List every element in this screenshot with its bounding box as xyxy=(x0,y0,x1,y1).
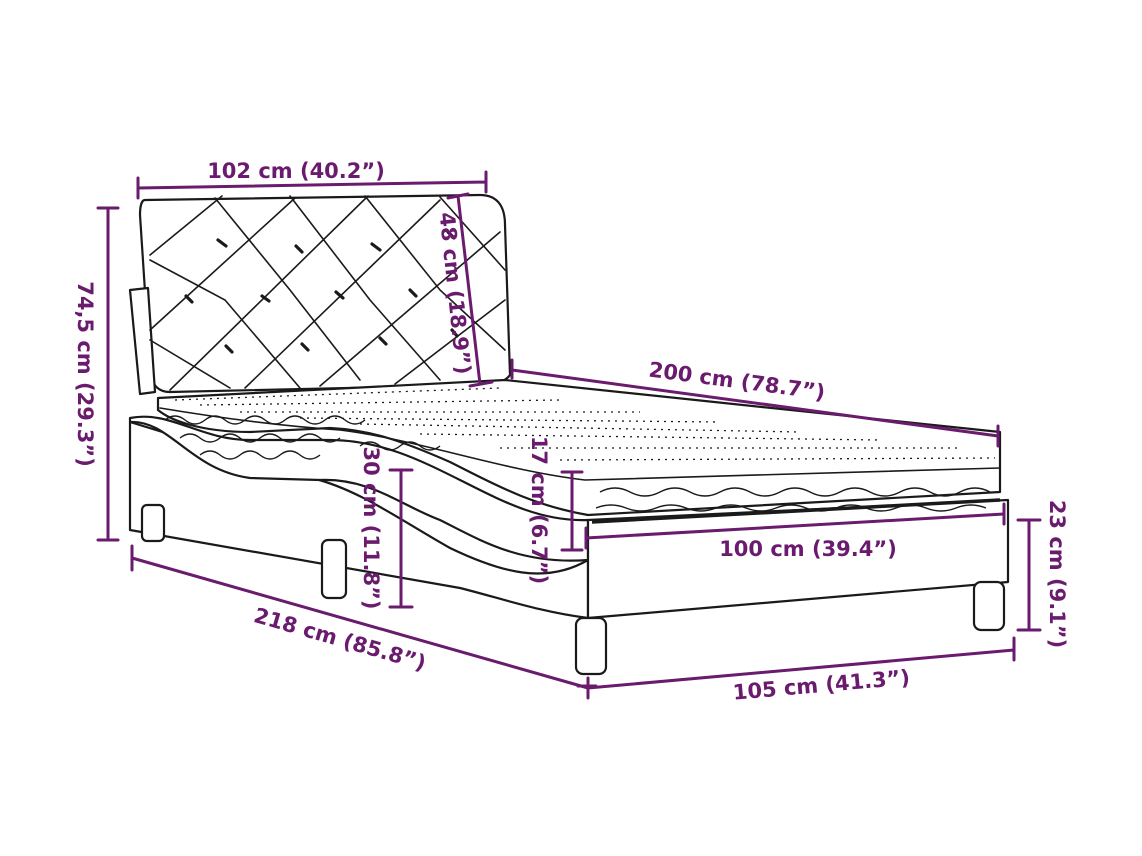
dim-line-mattress-thickness xyxy=(560,470,584,552)
dim-line-total-width xyxy=(586,636,1016,700)
dim-line-mattress-length xyxy=(510,358,1000,448)
leg-back-left xyxy=(140,503,166,543)
dim-line-mattress-width xyxy=(584,502,1006,550)
label-total-length: 218 cm (85.8”) xyxy=(251,603,428,675)
label-total-height: 74,5 cm (29.3”) xyxy=(73,281,97,467)
mattress-zipper xyxy=(591,498,1001,524)
leg-front-left xyxy=(574,616,608,676)
label-mattress-thickness: 17 cm (6.7”) xyxy=(527,436,551,584)
dim-line-headboard-width xyxy=(136,170,488,200)
headboard-tufting xyxy=(149,195,506,391)
label-frame-height: 30 cm (11.8”) xyxy=(359,447,383,610)
dim-line-leg-height xyxy=(1016,518,1042,632)
headboard-side-post xyxy=(128,286,157,396)
label-total-width: 105 cm (41.3”) xyxy=(732,665,911,704)
dimension-lines xyxy=(96,170,1042,700)
leg-back-middle xyxy=(320,538,348,600)
label-leg-height: 23 cm (9.1”) xyxy=(1045,500,1069,648)
label-mattress-width: 100 cm (39.4”) xyxy=(719,537,897,561)
dim-line-frame-height xyxy=(388,468,414,609)
leg-front-right xyxy=(972,580,1006,632)
label-headboard-width: 102 cm (40.2”) xyxy=(207,159,385,183)
bed-illustration xyxy=(128,193,1010,676)
dim-line-headboard-height xyxy=(446,192,494,388)
dim-line-total-height xyxy=(96,206,120,542)
